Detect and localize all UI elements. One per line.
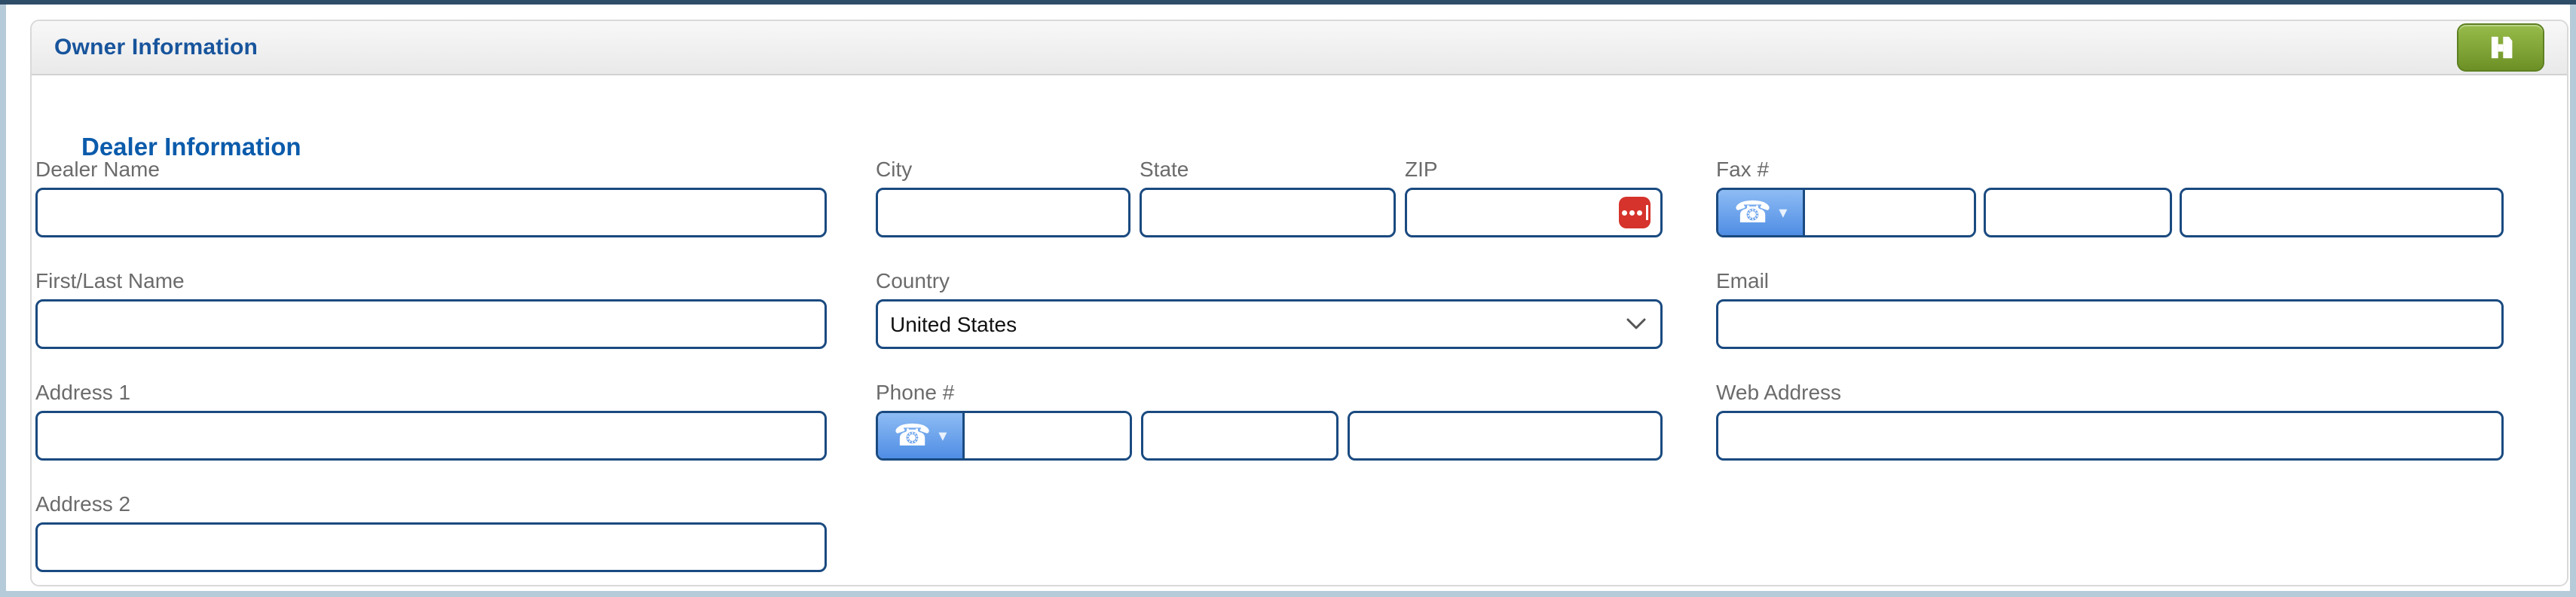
- fax-type-dropdown-button[interactable]: ☎ ▾: [1718, 190, 1805, 235]
- zip-input[interactable]: [1405, 188, 1663, 237]
- city-label: City: [876, 158, 913, 181]
- page-title: Owner Information: [54, 35, 259, 60]
- phone-part1-input[interactable]: [965, 413, 1130, 458]
- phone-part2-input[interactable]: [1141, 411, 1338, 461]
- first-last-name-field: First/Last Name: [35, 270, 827, 349]
- email-field: Email: [1716, 270, 2504, 349]
- fax-inputs-row: ☎ ▾: [1716, 188, 2504, 237]
- phone-part3-input[interactable]: [1348, 411, 1663, 461]
- city-input[interactable]: [876, 188, 1130, 237]
- phone-label: Phone #: [876, 381, 955, 404]
- country-label: Country: [876, 269, 950, 292]
- fax-input-group: ☎ ▾: [1716, 188, 1976, 237]
- fax-part1-input[interactable]: [1805, 190, 1974, 235]
- panel-header: Owner Information: [32, 21, 2567, 75]
- frame-left-border: [0, 5, 6, 597]
- web-address-field: Web Address: [1716, 381, 2504, 461]
- address1-field: Address 1: [35, 381, 827, 461]
- city-field: City: [876, 158, 1130, 237]
- country-field: Country United States: [876, 270, 1663, 349]
- state-field: State: [1140, 158, 1396, 237]
- phone-inputs-row: ☎ ▾: [876, 411, 1663, 461]
- floppy-disk-icon: [2491, 36, 2513, 59]
- section-title: Dealer Information: [81, 133, 301, 161]
- zip-label: ZIP: [1405, 158, 1438, 181]
- state-input[interactable]: [1140, 188, 1396, 237]
- fax-field: Fax # ☎ ▾: [1716, 158, 2504, 237]
- country-select-wrap: United States: [876, 299, 1663, 349]
- frame-top-border: [0, 0, 2576, 5]
- phone-type-dropdown-button[interactable]: ☎ ▾: [878, 413, 965, 458]
- address2-field: Address 2: [35, 493, 827, 572]
- address2-label: Address 2: [35, 492, 131, 516]
- dealer-name-label: Dealer Name: [35, 158, 160, 181]
- email-label: Email: [1716, 269, 1770, 292]
- phone-field: Phone # ☎ ▾: [876, 381, 1663, 461]
- web-address-input[interactable]: [1716, 411, 2504, 461]
- country-select[interactable]: United States: [876, 299, 1663, 349]
- telephone-icon: ☎: [893, 419, 932, 452]
- address1-input[interactable]: [35, 411, 827, 461]
- caret-down-icon: ▾: [938, 426, 947, 445]
- fax-label: Fax #: [1716, 158, 1770, 181]
- address1-label: Address 1: [35, 381, 131, 404]
- caret-down-icon: ▾: [1779, 203, 1788, 222]
- email-input[interactable]: [1716, 299, 2504, 349]
- first-last-name-input[interactable]: [35, 299, 827, 349]
- phone-input-group: ☎ ▾: [876, 411, 1132, 461]
- zip-field: ZIP: [1405, 158, 1663, 237]
- dealer-name-field: Dealer Name: [35, 158, 827, 237]
- first-last-name-label: First/Last Name: [35, 269, 185, 292]
- zip-input-wrap: [1405, 188, 1663, 237]
- frame-bottom-border: [0, 591, 2576, 597]
- save-button[interactable]: [2457, 23, 2544, 72]
- fax-part3-input[interactable]: [2180, 188, 2504, 237]
- dealer-name-input[interactable]: [35, 188, 827, 237]
- address2-input[interactable]: [35, 522, 827, 572]
- fax-part2-input[interactable]: [1984, 188, 2172, 237]
- telephone-icon: ☎: [1733, 196, 1772, 229]
- frame-right-border: [2570, 5, 2576, 597]
- state-label: State: [1140, 158, 1189, 181]
- lastpass-icon[interactable]: [1619, 197, 1651, 228]
- web-address-label: Web Address: [1716, 381, 1842, 404]
